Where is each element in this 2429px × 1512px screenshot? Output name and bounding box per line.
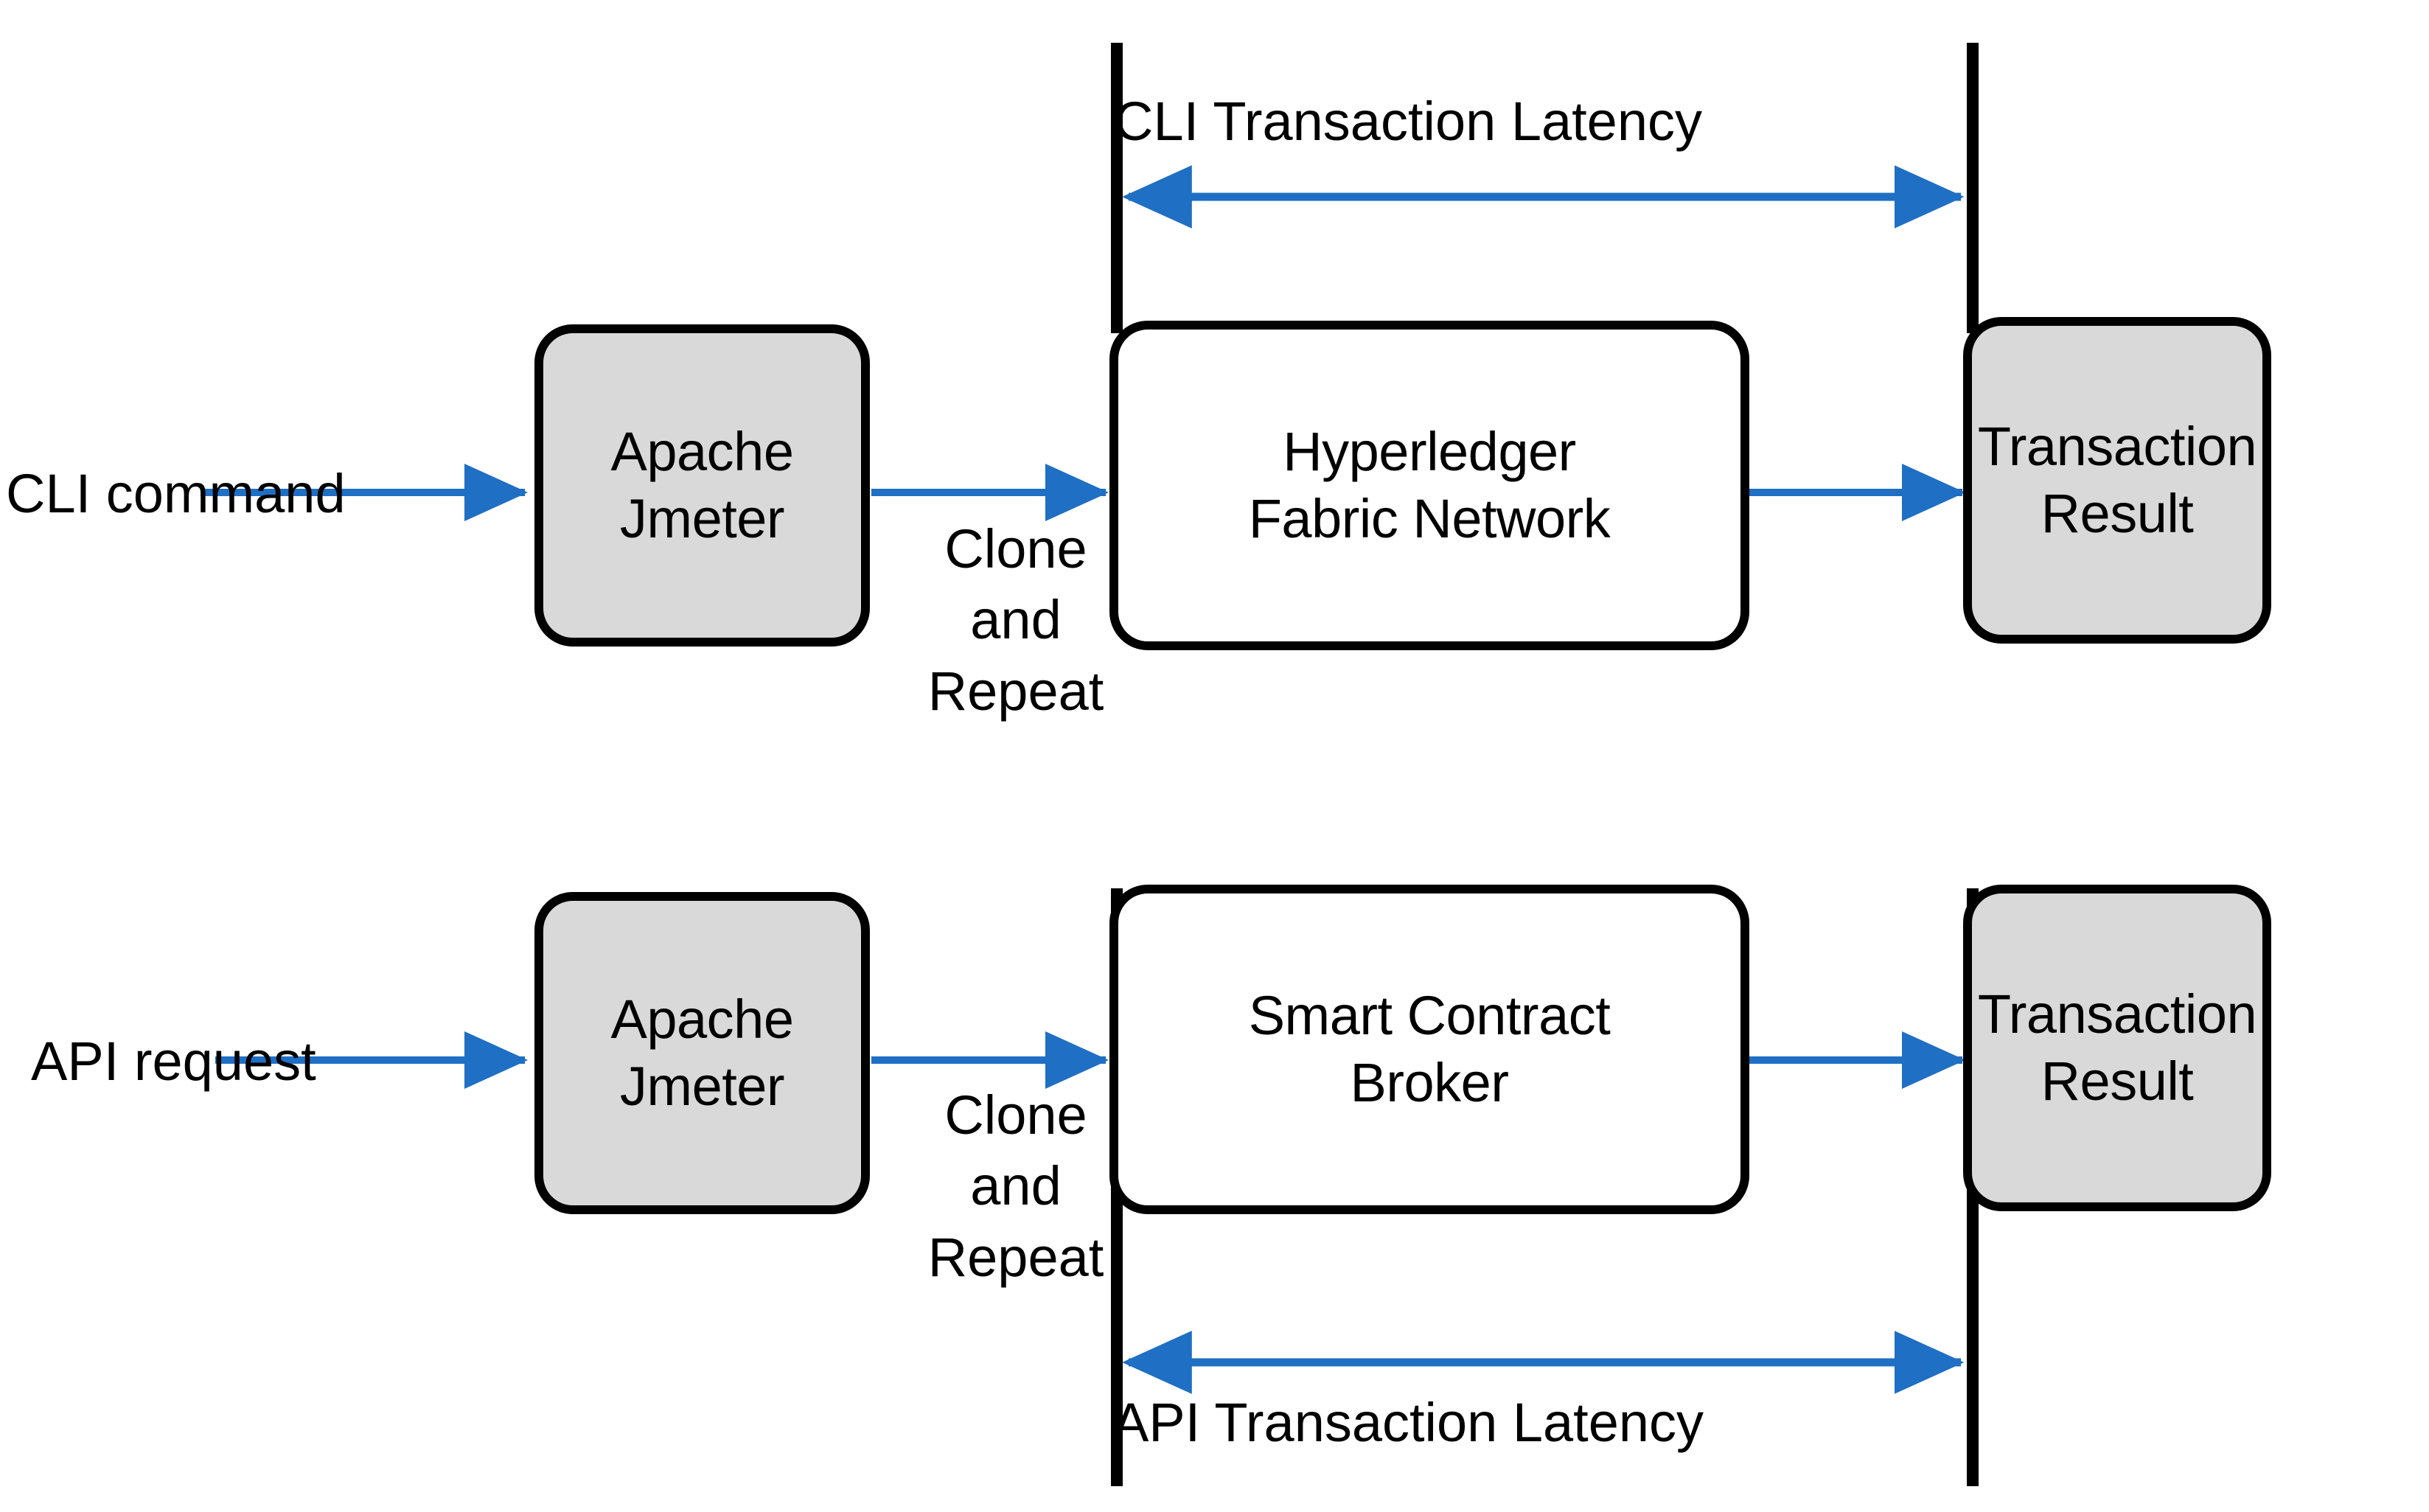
node-cli-result-line-2: Result <box>2041 482 2194 544</box>
api-connector-label-line-1: Clone <box>944 1084 1087 1146</box>
cli-connector-label-line-1: Clone <box>944 518 1087 579</box>
api-latency-label: API Transaction Latency <box>1112 1390 1704 1456</box>
node-cli-result[interactable]: Transaction Result <box>1963 317 2271 644</box>
node-api-broker[interactable]: Smart Contract Broker <box>1109 885 1749 1214</box>
node-api-result-line-2: Result <box>2041 1050 2194 1112</box>
node-cli-result-line-1: Transaction <box>1977 416 2257 478</box>
node-api-result[interactable]: Transaction Result <box>1963 885 2271 1211</box>
cli-input-label-text: CLI command <box>6 463 346 524</box>
node-api-jmeter-line-2: Jmeter <box>619 1055 785 1117</box>
cli-connector-label-line-2: and <box>970 589 1062 651</box>
node-cli-network[interactable]: Hyperledger Fabric Network <box>1109 321 1749 650</box>
node-api-broker-line-1: Smart Contract <box>1248 985 1611 1047</box>
cli-latency-label-text: CLI Transaction Latency <box>1114 91 1702 152</box>
node-api-broker-line-2: Broker <box>1350 1051 1509 1113</box>
node-api-result-line-1: Transaction <box>1977 983 2257 1045</box>
api-connector-label-line-3: Repeat <box>927 1226 1104 1288</box>
node-cli-network-line-1: Hyperledger <box>1283 421 1576 483</box>
cli-connector-label: Clone and Repeat <box>928 516 1104 725</box>
api-connector-label-line-2: and <box>970 1155 1062 1217</box>
api-latency-label-text: API Transaction Latency <box>1112 1392 1704 1453</box>
node-cli-jmeter-line-1: Apache <box>610 421 794 483</box>
cli-connector-label-line-3: Repeat <box>927 660 1104 722</box>
api-input-label-text: API request <box>31 1031 316 1092</box>
api-connector-label: Clone and Repeat <box>928 1082 1104 1291</box>
node-cli-jmeter[interactable]: Apache Jmeter <box>534 324 870 647</box>
node-cli-jmeter-line-2: Jmeter <box>619 487 785 549</box>
node-api-jmeter[interactable]: Apache Jmeter <box>534 892 870 1214</box>
api-input-label: API request <box>31 1028 316 1095</box>
cli-latency-label: CLI Transaction Latency <box>1114 88 1702 155</box>
node-cli-network-line-2: Fabric Network <box>1248 487 1611 549</box>
cli-input-label: CLI command <box>6 461 346 527</box>
node-api-jmeter-line-1: Apache <box>610 989 794 1051</box>
